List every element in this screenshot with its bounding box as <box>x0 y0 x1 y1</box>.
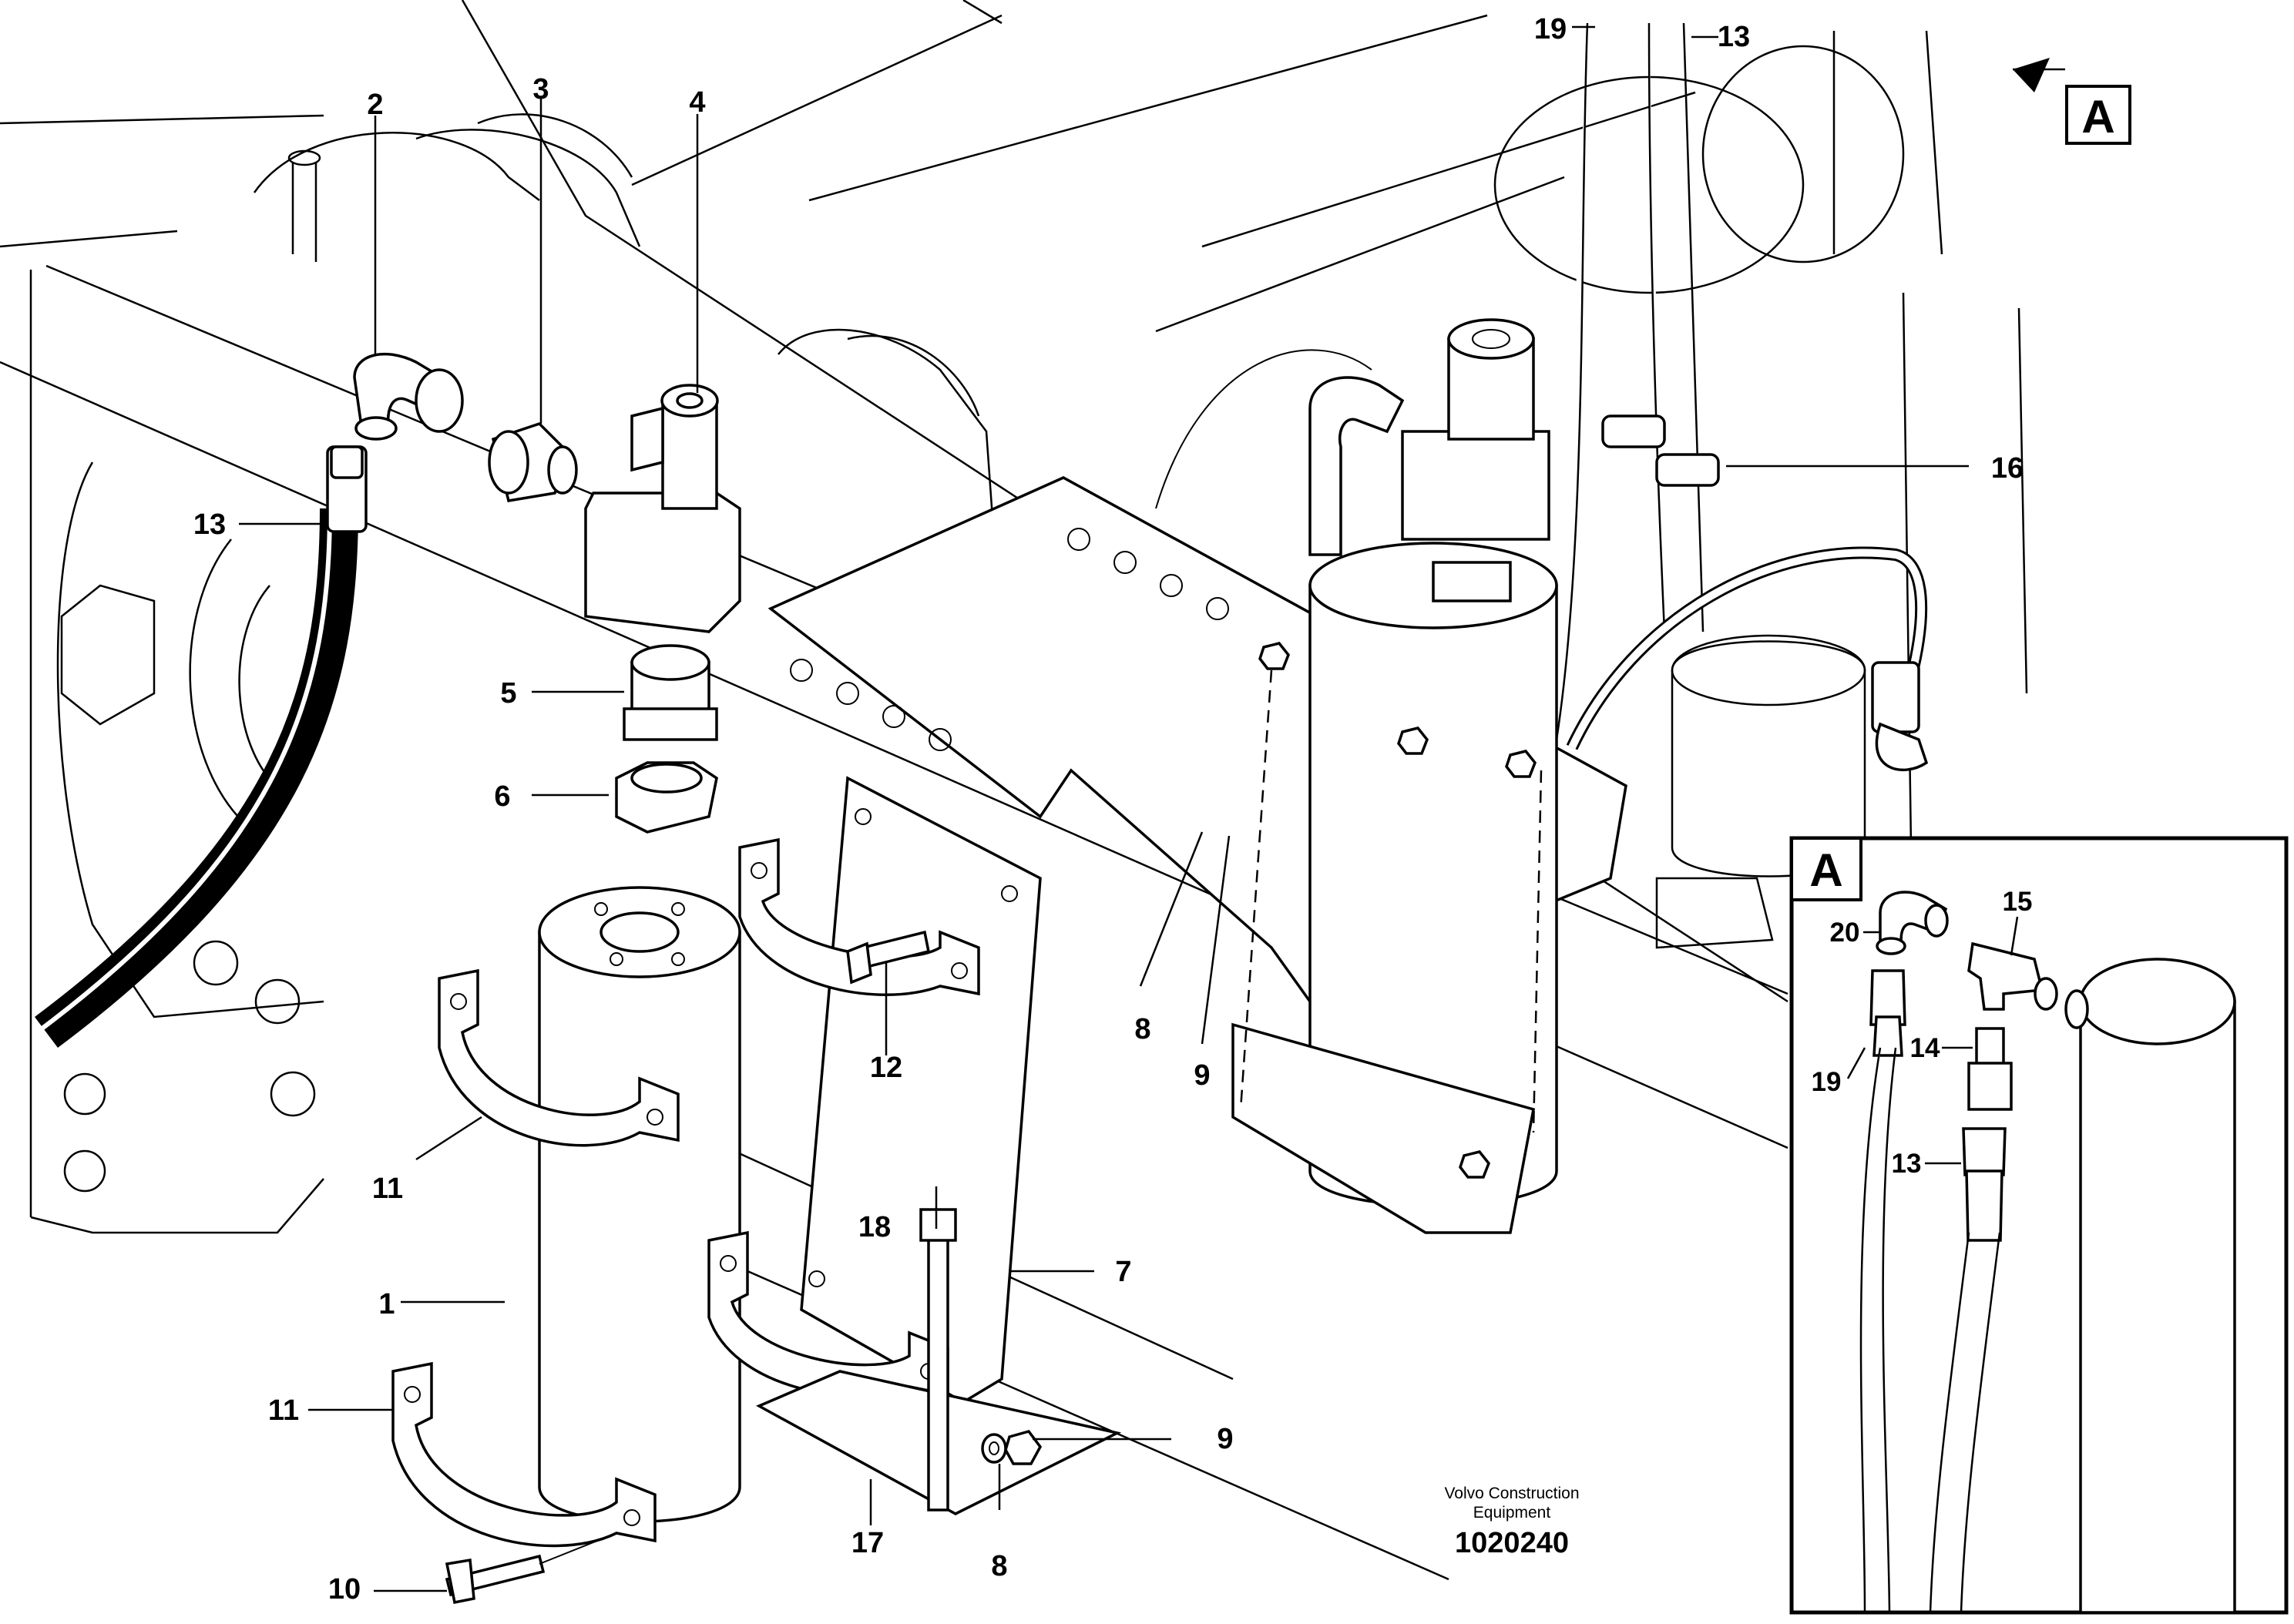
detail-callout-13: 13 <box>1892 1149 1922 1179</box>
installed-accumulator-assembly <box>767 318 1627 1234</box>
footer-company-line1: Volvo Construction <box>1444 1485 1579 1502</box>
view-marker-label: A <box>2081 91 2114 143</box>
drawing-number: 1020240 <box>1455 1527 1569 1559</box>
callout-11-lower: 11 <box>268 1394 299 1427</box>
detail-view-title: A <box>1809 844 1842 896</box>
footer-company-line2: Equipment <box>1473 1504 1551 1522</box>
callout-8-upper: 8 <box>1134 1013 1150 1045</box>
callout-2: 2 <box>367 89 383 121</box>
callout-18: 18 <box>858 1211 891 1243</box>
callout-6: 6 <box>494 780 510 813</box>
nut-fitting <box>615 761 718 834</box>
callout-3: 3 <box>532 73 549 106</box>
callout-4: 4 <box>689 86 705 119</box>
elbow-fitting <box>353 352 464 441</box>
clamp-upper <box>438 968 680 1147</box>
nipple-fitting <box>623 644 718 741</box>
clamp-lower <box>391 1361 657 1548</box>
detail-view-a: A 20 15 14 19 13 <box>1789 836 2289 1615</box>
callout-7: 7 <box>1115 1256 1131 1288</box>
callout-13-left: 13 <box>193 508 226 541</box>
callout-1: 1 <box>378 1288 395 1320</box>
view-marker-box: A <box>2065 85 2131 145</box>
callout-11-upper: 11 <box>372 1173 403 1205</box>
bolt-lower <box>445 1532 617 1605</box>
callout-13-top: 13 <box>1718 21 1750 53</box>
callout-9-upper: 9 <box>1194 1059 1210 1092</box>
callout-19-top: 19 <box>1534 13 1567 45</box>
hydraulic-hoses <box>34 22 1929 1048</box>
callout-12: 12 <box>870 1052 902 1084</box>
accumulator <box>538 886 741 1523</box>
detail-callout-15: 15 <box>2003 887 2033 917</box>
callout-9-lower: 9 <box>1217 1423 1233 1455</box>
adapter-fitting <box>488 421 578 502</box>
detail-callout-14: 14 <box>1910 1033 1940 1063</box>
pressure-switch <box>584 384 741 633</box>
callout-8-lower: 8 <box>991 1550 1007 1582</box>
bolt-short <box>846 930 931 985</box>
detail-callout-19: 19 <box>1812 1067 1842 1097</box>
callout-17: 17 <box>851 1527 884 1559</box>
bolt-long <box>919 1208 957 1512</box>
callout-10: 10 <box>328 1573 361 1606</box>
washer-nut-lower <box>981 1429 1043 1465</box>
callout-leaders <box>239 25 2065 1592</box>
callout-16: 16 <box>1991 452 2024 485</box>
mounting-bracket <box>707 776 1042 1404</box>
detail-callout-20: 20 <box>1830 918 1860 948</box>
drawing-footer: Volvo Construction Equipment 1020240 <box>1444 1485 1579 1559</box>
callout-5: 5 <box>500 677 516 710</box>
